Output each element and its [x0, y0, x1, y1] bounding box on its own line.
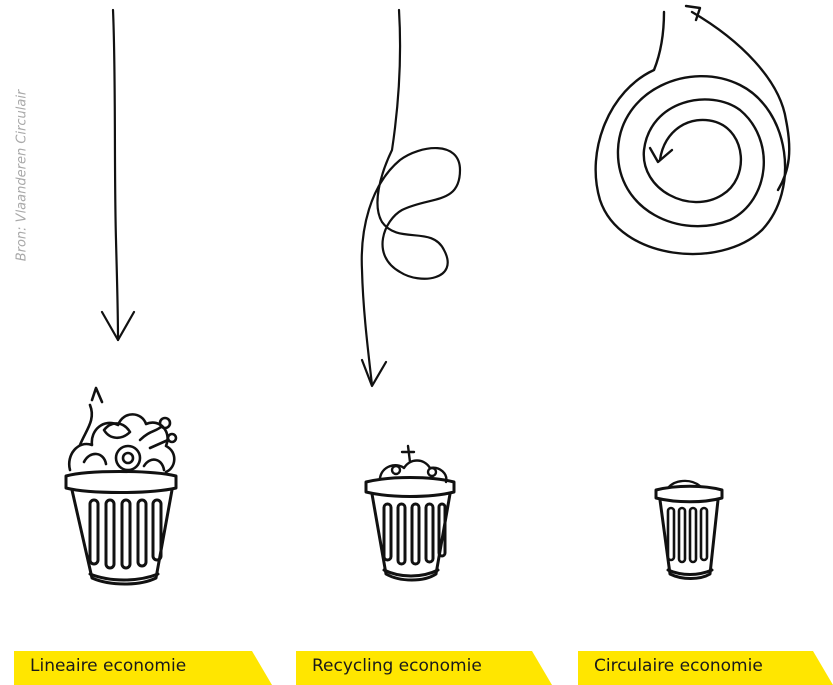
- label-text: Recycling economie: [296, 656, 482, 676]
- spiral-arrow-icon: [596, 6, 790, 254]
- label-text: Lineaire economie: [14, 656, 186, 676]
- looped-arrow-icon: [362, 10, 460, 386]
- nearly-empty-trash-bin-icon: [656, 481, 722, 579]
- economy-illustration: [0, 0, 833, 640]
- label-text: Circulaire economie: [578, 656, 763, 676]
- full-trash-bin-icon: [66, 388, 176, 584]
- garbage-pile-icon: [69, 388, 176, 472]
- label-linear-economy: Lineaire economie: [14, 647, 272, 685]
- label-recycling-economy: Recycling economie: [296, 647, 552, 685]
- label-circular-economy: Circulaire economie: [578, 647, 833, 685]
- half-full-trash-bin-icon: [366, 446, 454, 580]
- straight-arrow-icon: [102, 10, 134, 340]
